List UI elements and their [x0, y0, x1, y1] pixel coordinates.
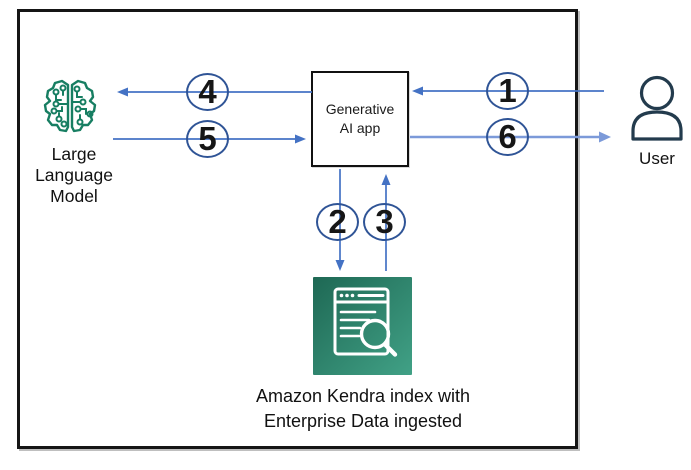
step-badge-5: 5 — [186, 120, 229, 158]
step-badge-1: 1 — [486, 72, 529, 110]
step-badge-3: 3 — [363, 203, 406, 241]
user-label: User — [639, 149, 675, 168]
brain-circuit-icon — [43, 79, 97, 133]
step-badge-2: 2 — [316, 203, 359, 241]
llm-label: Large Language Model — [14, 144, 134, 207]
kendra-label: Amazon Kendra index with Enterprise Data… — [223, 384, 503, 434]
llm-label-line3: Model — [50, 186, 98, 206]
app-label-line1: Generative — [325, 101, 395, 117]
generative-ai-app-box: Generative AI app — [311, 71, 409, 167]
kendra-label-line2: Enterprise Data ingested — [263, 411, 463, 431]
diagram-border — [17, 9, 578, 449]
step-badge-6: 6 — [486, 118, 529, 156]
step-badge-4: 4 — [186, 73, 229, 111]
kendra-document-search-icon — [313, 277, 412, 375]
kendra-label-line1: Amazon Kendra index with — [255, 386, 471, 406]
llm-label-line1: Large — [51, 144, 97, 164]
llm-label-line2: Language — [35, 165, 113, 185]
person-icon — [631, 75, 683, 141]
app-label-line2: AI app — [339, 120, 381, 136]
